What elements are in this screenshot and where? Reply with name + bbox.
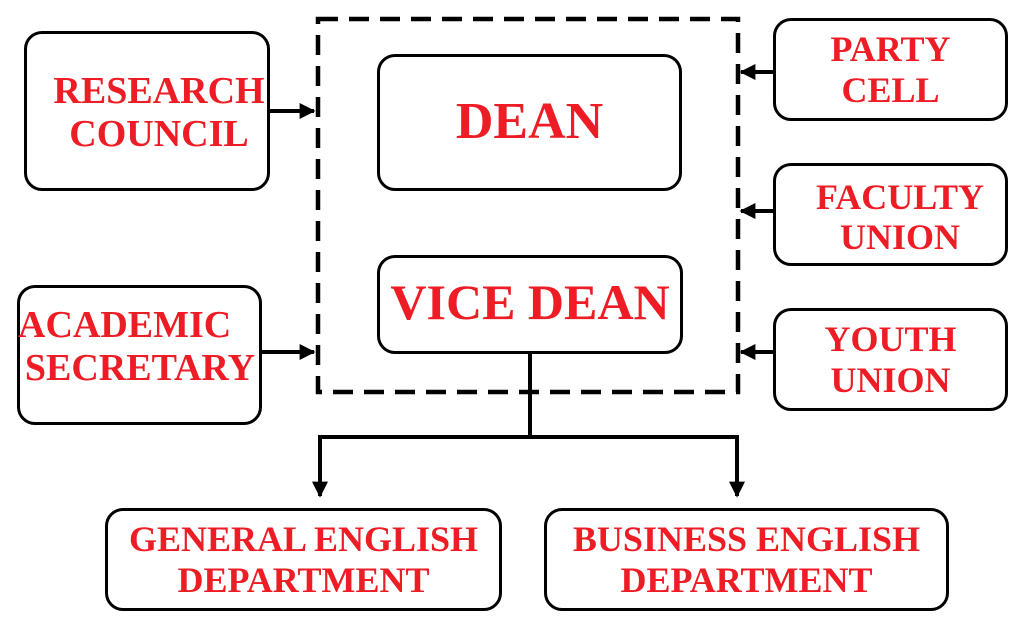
party-cell-line1: PARTY xyxy=(830,29,951,70)
faculty-union-line2: UNION xyxy=(839,217,960,258)
node-party-cell: PARTY CELL xyxy=(773,18,1008,121)
node-research-council xyxy=(24,31,270,191)
general-english-line1: GENERAL ENGLISH xyxy=(128,519,479,560)
node-general-english-department: GENERAL ENGLISH DEPARTMENT xyxy=(105,508,502,611)
youth-union-line2: UNION xyxy=(830,359,951,400)
academic-secretary-line1: ACADEMIC xyxy=(18,304,232,346)
node-faculty-union xyxy=(773,163,1008,266)
node-academic-secretary-label: ACADEMIC SECRETARY xyxy=(12,304,268,389)
node-research-council-label: RESEARCH COUNCIL xyxy=(24,70,294,155)
node-vice-dean-label: VICE DEAN xyxy=(380,274,680,330)
node-business-english-department: BUSINESS ENGLISH DEPARTMENT xyxy=(544,508,949,611)
party-cell-line2: CELL xyxy=(841,69,940,110)
youth-union-line1: YOUTH xyxy=(824,319,957,360)
business-english-line2: DEPARTMENT xyxy=(620,559,873,600)
vice-dean-text: VICE DEAN xyxy=(390,274,670,330)
research-council-line2: COUNCIL xyxy=(69,112,249,155)
node-academic-secretary xyxy=(17,285,262,425)
node-vice-dean xyxy=(377,255,683,354)
general-english-line2: DEPARTMENT xyxy=(177,559,430,600)
dean-label: DEAN xyxy=(455,93,604,151)
academic-secretary-line2: SECRETARY xyxy=(24,346,256,389)
business-english-line1: BUSINESS ENGLISH xyxy=(572,519,921,560)
faculty-union-line1: FACULTY xyxy=(815,177,985,217)
node-youth-union: YOUTH UNION xyxy=(773,308,1008,411)
node-faculty-union-label: FACULTY UNION xyxy=(800,177,1000,258)
node-dean: DEAN xyxy=(377,54,682,191)
research-council-line1: RESEARCH xyxy=(53,70,265,112)
